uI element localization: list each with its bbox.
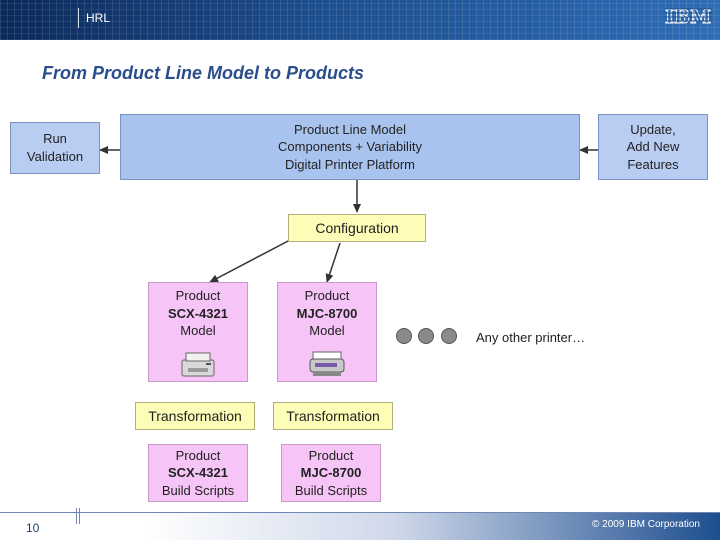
model-right-line2: MJC-8700 [296,305,358,321]
configuration-label: Configuration [315,219,399,236]
any-other-printer-label: Any other printer… [476,330,586,345]
footer-bar [0,512,720,540]
page-title: From Product Line Model to Products [42,63,365,83]
laser-printer-icon [181,352,215,377]
ellipsis-dots-icon [441,328,457,344]
transformation-right-box: Transformation [273,402,393,430]
build-right-line3: Build Scripts [294,482,368,498]
plm-line1: Product Line Model [293,121,406,137]
model-right-line1: Product [304,288,350,303]
build-left-line2: SCX-4321 [168,465,228,481]
run-validation-line1: Run [43,131,67,147]
header-bar [0,0,720,40]
build-left-box: Product SCX-4321 Build Scripts [148,444,248,502]
copyright-notice: © 2009 IBM Corporation [592,519,700,530]
model-left-box: Product SCX-4321 Model [148,282,248,382]
model-right-line3: Model [309,323,345,339]
model-left-line3: Model [180,323,216,339]
transformation-right-label: Transformation [286,407,380,424]
footer-divider [76,508,77,524]
update-line3: Features [627,156,679,172]
configuration-box: Configuration [288,214,426,242]
build-right-line2: MJC-8700 [300,465,362,481]
update-line2: Add New [626,139,680,155]
footer-divider [79,508,80,524]
product-line-model-box: Product Line Model Components + Variabil… [120,114,580,180]
plm-line2: Components + Variability [278,139,422,155]
ibm-logo: IBM [664,6,712,28]
plm-line3: Digital Printer Platform [284,156,416,172]
model-left-line1: Product [175,288,221,303]
arrow-config-to-model-right [325,242,341,283]
transformation-left-box: Transformation [135,402,255,430]
page-number: 10 [26,521,40,535]
section-label: HRL [86,11,111,25]
build-right-box: Product MJC-8700 Build Scripts [281,444,381,502]
build-left-line3: Build Scripts [161,482,235,498]
update-line1: Update, [630,121,676,137]
ellipsis-dots-icon [418,328,434,344]
footer-rule [0,512,720,513]
model-left-line2: SCX-4321 [168,305,228,321]
build-right-line1: Product [308,447,354,463]
model-right-box: Product MJC-8700 Model [277,282,377,382]
header-pattern [0,0,720,40]
ellipsis-dots-icon [396,328,412,344]
run-validation-box: Run Validation [10,122,100,174]
arrow-config-to-model-left [209,239,291,283]
run-validation-line2: Validation [26,149,84,164]
transformation-left-label: Transformation [148,407,242,424]
inkjet-printer-icon [309,351,345,376]
build-left-line1: Product [175,447,221,463]
header-divider [78,8,79,28]
update-features-box: Update, Add New Features [598,114,708,180]
